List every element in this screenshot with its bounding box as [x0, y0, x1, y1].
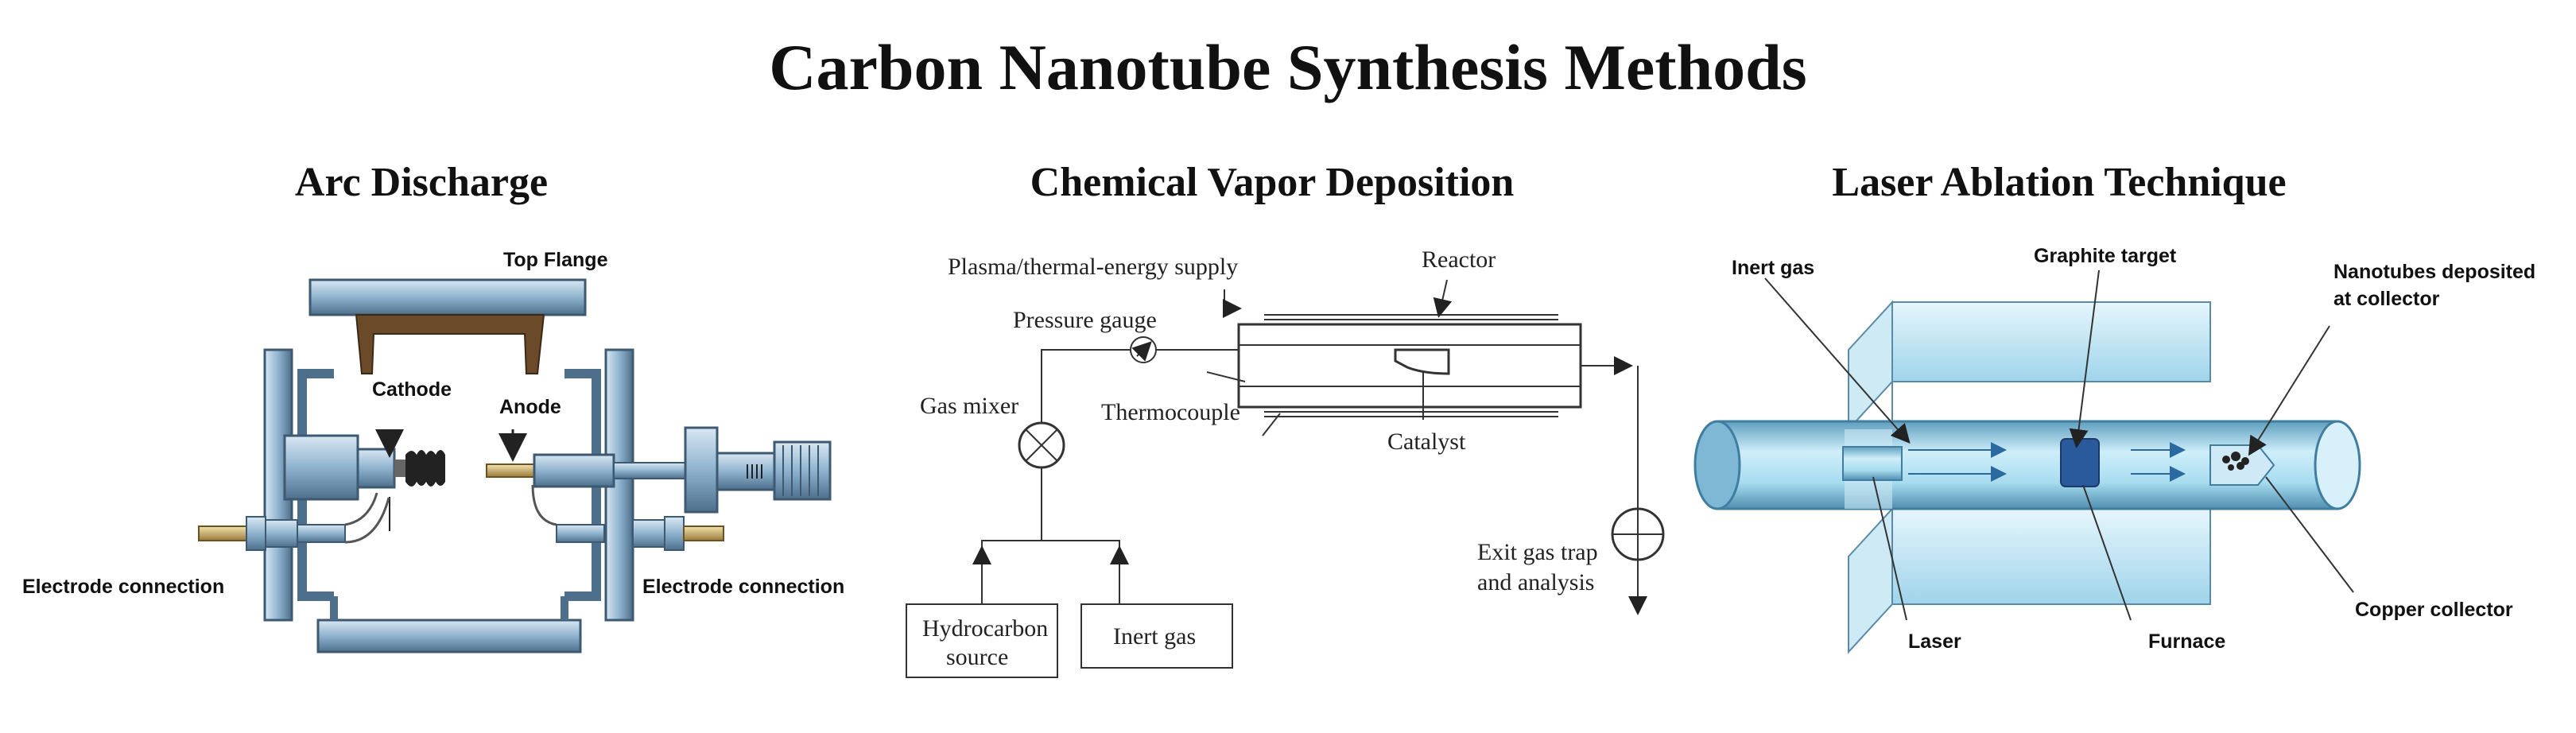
- laser-ablation-diagram: Inert gas Graphite target Nanotubes depo…: [1693, 245, 2535, 654]
- hydrocarbon-label-1: Hydrocarbon: [922, 615, 1048, 642]
- nanotubes-label-1: Nanotubes deposited: [2334, 261, 2535, 283]
- electrode-connection-right-label: Electrode connection: [642, 576, 844, 598]
- reactor-label: Reactor: [1422, 246, 1496, 273]
- graphite-target-label: Graphite target: [2034, 245, 2177, 267]
- laser-inlet: [1842, 446, 1903, 481]
- furnace-label: Furnace: [2148, 630, 2225, 653]
- catalyst-label: Catalyst: [1387, 429, 1466, 455]
- cathode-label: Cathode: [372, 378, 452, 401]
- nanotubes-label-2: at collector: [2334, 288, 2440, 310]
- anode-label: Anode: [499, 396, 561, 418]
- page-title: Carbon Nanotube Synthesis Methods: [769, 31, 1807, 103]
- copper-collector-label: Copper collector: [2355, 599, 2513, 621]
- cvd-labels: Plasma/thermal-energy supply Reactor Pre…: [920, 246, 1598, 670]
- plasma-supply-label: Plasma/thermal-energy supply: [948, 254, 1238, 280]
- anode-rod: [486, 463, 535, 478]
- arc-discharge-diagram: Top Flange Cathode Anode Electrode conne…: [22, 249, 844, 653]
- exit-trap-label-1: Exit gas trap: [1477, 539, 1598, 565]
- cathode-deposit: [405, 450, 445, 487]
- gas-mixer-label: Gas mixer: [920, 393, 1018, 419]
- inert-gas-label-laser: Inert gas: [1732, 257, 1814, 279]
- laser-label: Laser: [1908, 630, 1961, 653]
- reactor-tube: [1237, 323, 1582, 409]
- flange-support: [355, 314, 545, 374]
- exit-trap-label-2: and analysis: [1477, 569, 1594, 595]
- bottom-flange: [316, 619, 582, 653]
- electrode-connection-left-label: Electrode connection: [22, 576, 224, 598]
- graphite-target: [2060, 438, 2100, 487]
- laser-ablation-title: Laser Ablation Technique: [1832, 160, 2287, 205]
- catalyst-boat: [1394, 348, 1450, 375]
- inert-gas-box: [1080, 603, 1233, 669]
- hydrocarbon-label-2: source: [946, 644, 1008, 670]
- arc-discharge-title: Arc Discharge: [294, 160, 549, 205]
- hydrocarbon-source-box: [906, 603, 1058, 678]
- pressure-gauge-label: Pressure gauge: [1013, 307, 1157, 333]
- top-flange-label: Top Flange: [503, 249, 608, 271]
- top-flange-plate: [308, 278, 587, 316]
- cvd-diagram: [906, 279, 1665, 678]
- anode-feedthrough: [684, 426, 719, 514]
- thermocouple-label: Thermocouple: [1101, 399, 1240, 425]
- cvd-title: Chemical Vapor Deposition: [1030, 160, 1515, 205]
- inert-gas-label: Inert gas: [1113, 623, 1196, 650]
